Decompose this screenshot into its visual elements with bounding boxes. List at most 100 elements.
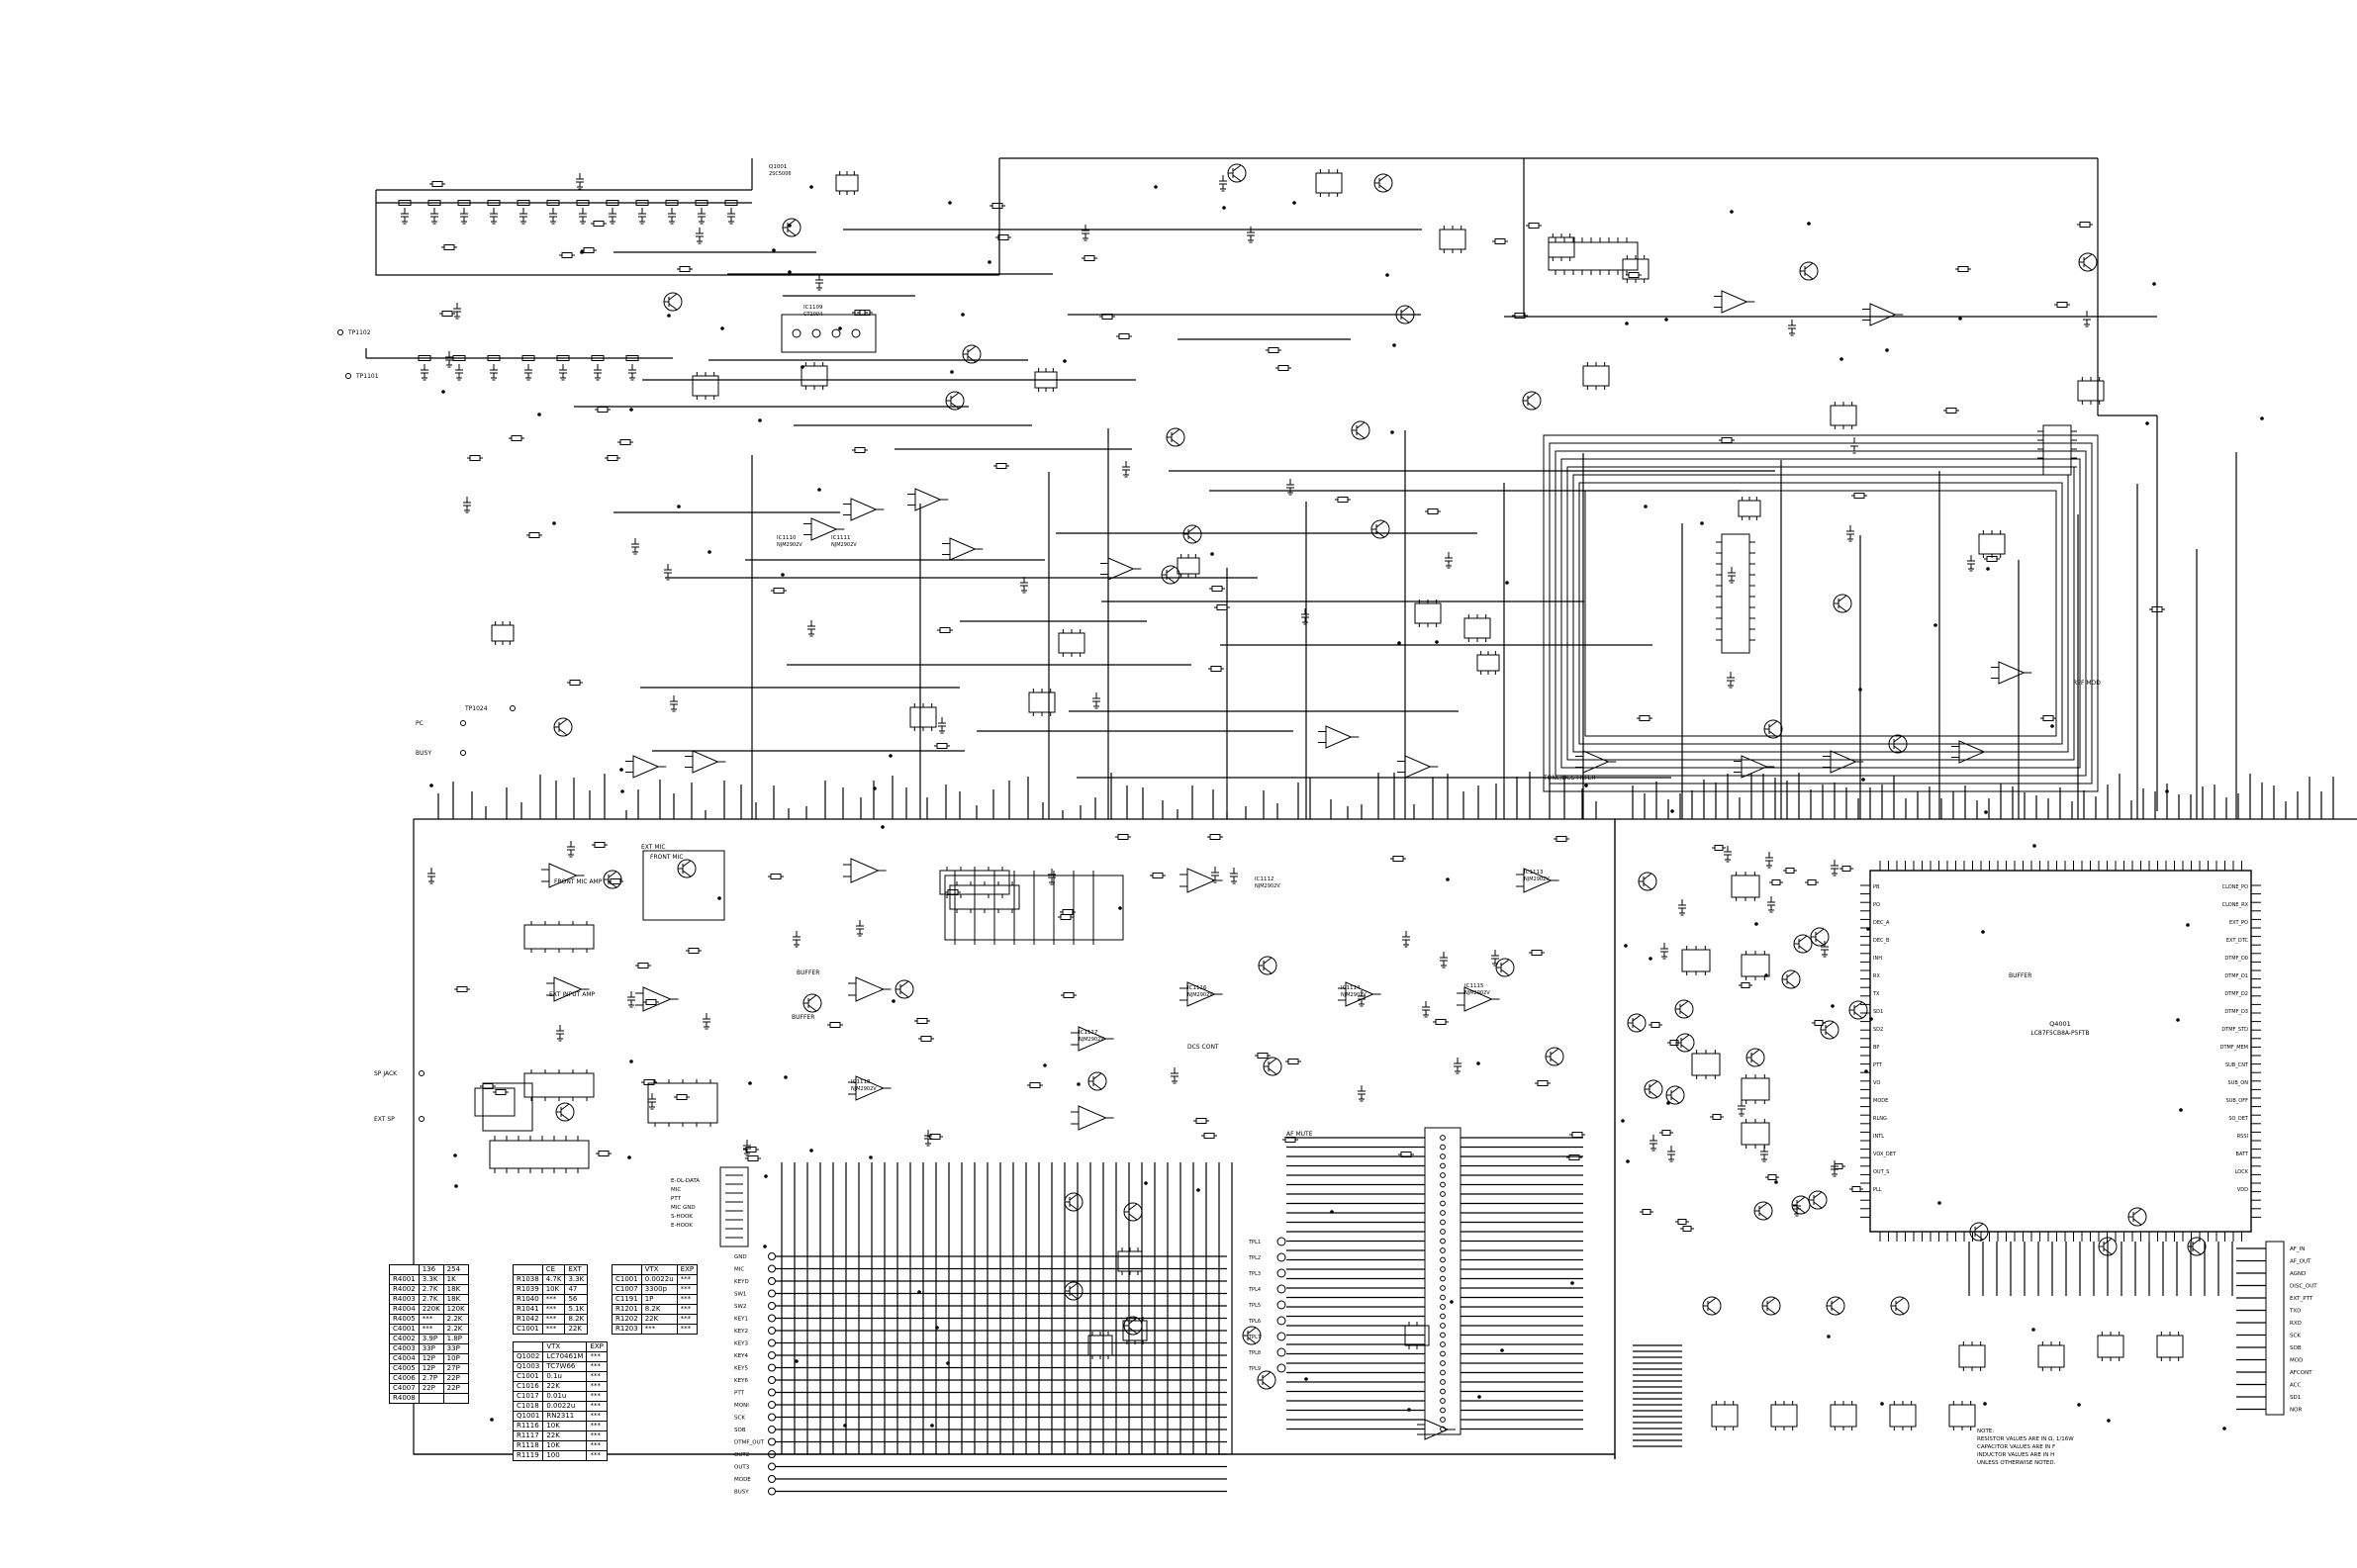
transistor-lead	[2132, 1208, 2142, 1216]
transistor-lead	[1796, 1206, 1806, 1214]
note-line: UNLESS OTHERWISE NOTED.	[1977, 1460, 2056, 1466]
routing-loop	[1584, 490, 2057, 737]
junction-dot	[1981, 930, 1985, 934]
table-cell	[418, 1393, 444, 1404]
connector-pin	[768, 1426, 776, 1433]
opamp	[692, 750, 719, 774]
opamp	[1958, 740, 1986, 764]
transistor-lead	[1263, 957, 1273, 965]
junction-dot	[1885, 348, 1889, 352]
components	[337, 163, 2285, 1496]
junction-dot	[781, 573, 785, 577]
junction-dot	[1500, 1348, 1504, 1352]
opamp	[1741, 755, 1768, 779]
junction-dot	[1477, 1395, 1481, 1399]
table-row: R4005***2.2K	[389, 1314, 469, 1325]
junction-dot	[1625, 322, 1629, 325]
junction-dot	[1933, 623, 1937, 627]
terminal-point	[460, 720, 466, 726]
table-cell: 33P	[442, 1343, 469, 1354]
test-point	[1276, 1316, 1286, 1326]
table-cell: R1119	[512, 1450, 544, 1461]
table-cell: ***	[586, 1381, 608, 1392]
table-cell	[513, 1264, 543, 1275]
crystal-filter	[781, 314, 877, 353]
mcu-pin-label: SUB_CNT	[2225, 1062, 2249, 1068]
table-cell: 22P	[442, 1373, 469, 1384]
transistor-lead	[1166, 566, 1176, 574]
junction-dot	[869, 1155, 873, 1159]
mcu-pin-label: DEC_A	[1873, 920, 1890, 926]
table-cell: C4005	[389, 1363, 420, 1374]
connector-pin	[1440, 1162, 1446, 1169]
transistor-lead	[1262, 1371, 1272, 1379]
junction-dot	[629, 408, 633, 412]
connector-pin-label: MIC GND	[671, 1205, 696, 1211]
test-point	[1276, 1252, 1286, 1262]
junction-dot	[677, 505, 681, 508]
table-cell: ***	[676, 1274, 699, 1285]
junction-dot	[2165, 789, 2169, 793]
junction-dot	[627, 1155, 631, 1159]
block-label: EXT INPUT AMP	[549, 991, 595, 998]
transistor-lead	[560, 1113, 570, 1121]
table-cell: R1038	[513, 1274, 543, 1285]
table-cell: ***	[586, 1361, 608, 1372]
junction-dot	[1807, 222, 1811, 226]
connector-pin-label: MODE	[734, 1477, 751, 1483]
opamp	[855, 1075, 885, 1101]
junction-dot	[1077, 1082, 1081, 1086]
connector-pin-label: KEY6	[734, 1378, 748, 1384]
ic-ref: IC1115	[1464, 983, 1484, 989]
opamp	[1325, 725, 1353, 749]
terminal-label: BUSY	[416, 750, 431, 757]
table-cell: C4007	[389, 1383, 420, 1394]
terminal-point	[419, 1070, 424, 1076]
table-cell: 10K	[541, 1284, 566, 1295]
routing-loop	[1572, 474, 2069, 753]
mcu-pin-label: PTT	[1873, 1062, 1883, 1068]
block-label: TONE/DCS FILTER	[1543, 775, 1596, 782]
junction-dot	[1385, 273, 1389, 277]
connector-pin	[768, 1413, 776, 1422]
opamp	[1582, 750, 1610, 774]
mcu-pin-label: DTMF_D1	[2224, 973, 2248, 979]
transistor-lead	[1758, 1212, 1768, 1220]
ic-ref: IC1110	[777, 535, 797, 541]
table-cell: R1116	[512, 1421, 544, 1431]
junction-dot	[1621, 1119, 1625, 1123]
table-cell: 10K	[542, 1421, 588, 1431]
junction-dot	[2077, 1403, 2081, 1407]
opamp	[1869, 303, 1897, 326]
transistor-lead	[1356, 421, 1366, 429]
modular-jack	[719, 1166, 749, 1247]
connector-pin-label: AGND	[2290, 1271, 2306, 1277]
transistor-lead	[1768, 720, 1778, 728]
table-cell	[442, 1393, 469, 1404]
opamp	[1186, 981, 1216, 1007]
transistor-lead	[1187, 535, 1197, 543]
transistor-lead	[558, 728, 568, 736]
mcu-pin-label: VOX_DET	[1873, 1152, 1897, 1157]
connector-pin	[1440, 1398, 1446, 1404]
junction-dot	[988, 260, 991, 264]
transistor-lead	[608, 871, 617, 878]
junction-dot	[1392, 343, 1396, 347]
transistor-lead	[2103, 1247, 2113, 1255]
test-point	[1276, 1284, 1286, 1294]
junction-dot	[1043, 1063, 1047, 1067]
table-cell: 2.7P	[418, 1373, 444, 1384]
mcu-pin-label: BP	[1873, 1045, 1879, 1051]
junction-dot	[2032, 844, 2036, 848]
transistor-lead	[1815, 938, 1825, 946]
transistor-lead	[1798, 945, 1808, 953]
table-cell: R1039	[513, 1284, 543, 1295]
test-point-label: TPL1	[1248, 1240, 1261, 1245]
transistor-lead	[2083, 253, 2093, 261]
